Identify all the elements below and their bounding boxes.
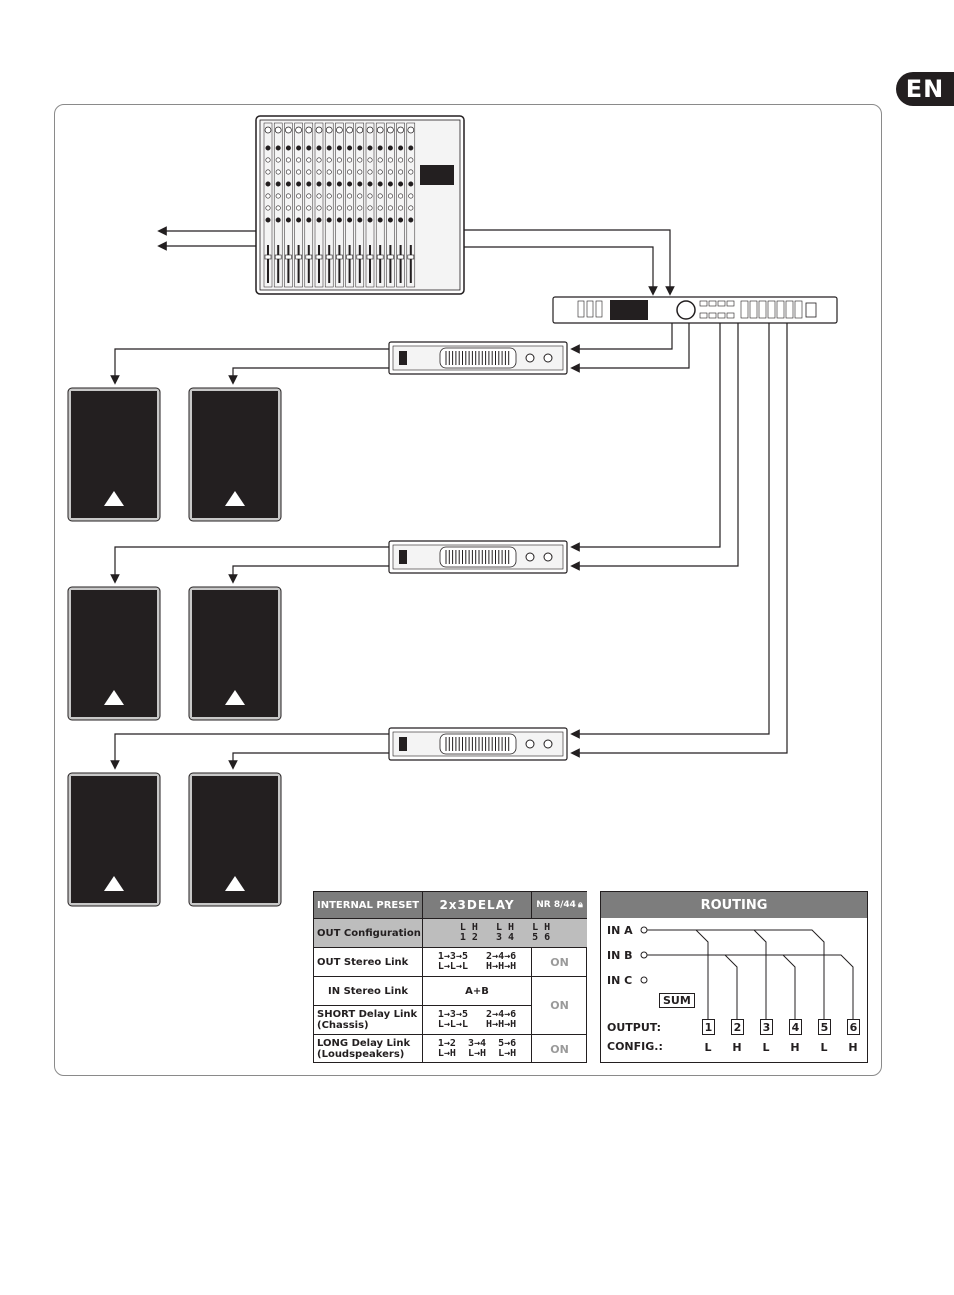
short-delay-link-label: SHORT Delay Link (Chassis) [314,1006,423,1035]
long-delay-link-sub: (Loudspeakers) [317,1049,405,1060]
output-2: 2 [731,1019,744,1035]
amplifier-1 [388,341,568,375]
output-3: 3 [760,1019,773,1035]
out-config-label: OUT Configuration [314,919,423,948]
lock-icon: 🔒︎ [577,900,583,910]
input-c-label: IN C [607,974,633,987]
config-3: L [762,1041,770,1054]
loudspeaker-2 [188,387,282,522]
routing-panel: ROUTING IN A IN B IN C SUM OUTPUT: CONFI… [600,891,868,1063]
loudspeaker-6 [188,772,282,907]
mixer-console [255,115,465,295]
input-b-label: IN B [607,949,633,962]
amplifier-3 [388,727,568,761]
input-a-label: IN A [607,924,633,937]
loudspeaker-5 [67,772,161,907]
preset-number: NR 8/44🔒︎ [532,892,587,919]
sum-label: SUM [659,993,695,1008]
long-delay-link-label: LONG Delay Link (Loudspeakers) [314,1035,423,1063]
routing-lines [640,926,854,1019]
out-config-value: L H L H L H 1 2 3 4 5 6 [423,919,587,948]
output-5: 5 [818,1019,831,1035]
in-stereo-link-value: A+B [423,977,532,1006]
preset-table: INTERNAL PRESET 2x3DELAY NR 8/44🔒︎ OUT C… [313,891,587,1063]
long-delay-link-value: 1→2 3→4 5→6 L→H L→H L→H [423,1035,532,1063]
language-badge: EN [896,72,954,106]
long-delay-link-state: ON [550,1042,569,1056]
in-short-state: ON [532,977,587,1035]
internal-preset-label: INTERNAL PRESET [314,892,423,919]
output-label: OUTPUT: [607,1021,662,1034]
short-delay-link-value: 1→3→5 2→4→6 L→L→L H→H→H [423,1006,532,1035]
out-stereo-link-state: ON [532,948,587,977]
out-stereo-link-label: OUT Stereo Link [314,948,423,977]
out-stereo-link-value: 1→3→5 2→4→6 L→L→L H→H→H [423,948,532,977]
signal-cables [110,226,788,770]
config-4: H [790,1041,800,1054]
dsp-processor [552,296,838,324]
config-6: H [848,1041,858,1054]
loudspeaker-4 [188,586,282,721]
in-stereo-link-label: IN Stereo Link [314,977,423,1006]
preset-name: 2x3DELAY [423,892,532,919]
loudspeaker-1 [67,387,161,522]
long-delay-link-title: LONG Delay Link [317,1038,411,1049]
short-delay-link-sub: (Chassis) [317,1020,369,1031]
config-1: L [704,1041,712,1054]
loudspeaker-3 [67,586,161,721]
amplifier-2 [388,540,568,574]
diagram-frame [54,104,882,1076]
routing-title: ROUTING [601,892,867,918]
short-delay-link-title: SHORT Delay Link [317,1009,418,1020]
config-5: L [820,1041,828,1054]
config-2: H [732,1041,742,1054]
config-label: CONFIG.: [607,1040,663,1053]
output-1: 1 [702,1019,715,1035]
output-4: 4 [789,1019,802,1035]
output-6: 6 [847,1019,860,1035]
